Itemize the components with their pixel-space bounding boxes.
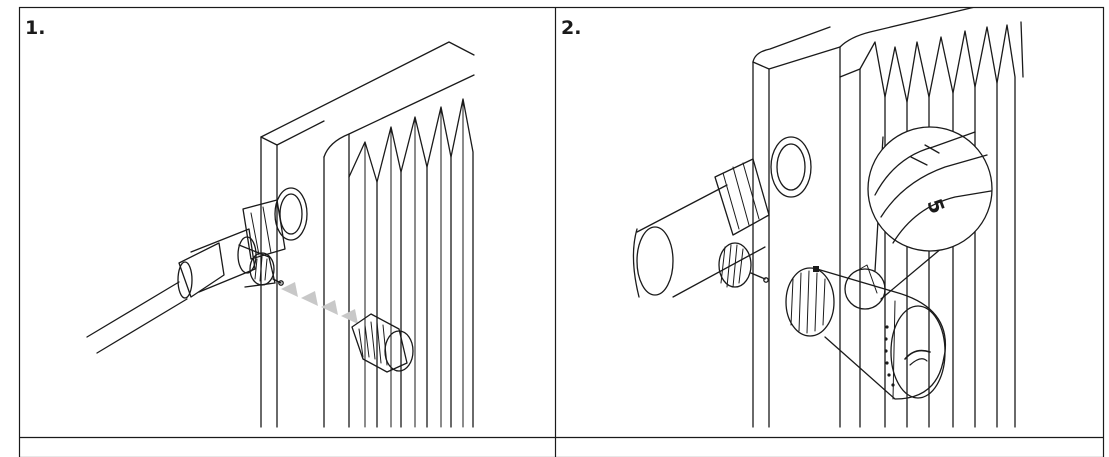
direction-arrows (281, 282, 358, 324)
protective-cap (351, 313, 414, 373)
valve-assembly (632, 158, 770, 298)
step-1-panel: 1. (19, 7, 555, 457)
valve-assembly (86, 199, 286, 354)
step-2-number: 2. (561, 17, 582, 39)
radiator (752, 7, 1024, 428)
step-2-illustration: 5 (632, 7, 1024, 428)
thermostatic-head (785, 266, 947, 400)
radiator (260, 41, 475, 428)
step-2-panel: 2. (555, 7, 1104, 457)
step-1-number: 1. (25, 17, 46, 39)
setting-magnifier: 5 (844, 126, 993, 310)
step-1-illustration (86, 41, 475, 428)
